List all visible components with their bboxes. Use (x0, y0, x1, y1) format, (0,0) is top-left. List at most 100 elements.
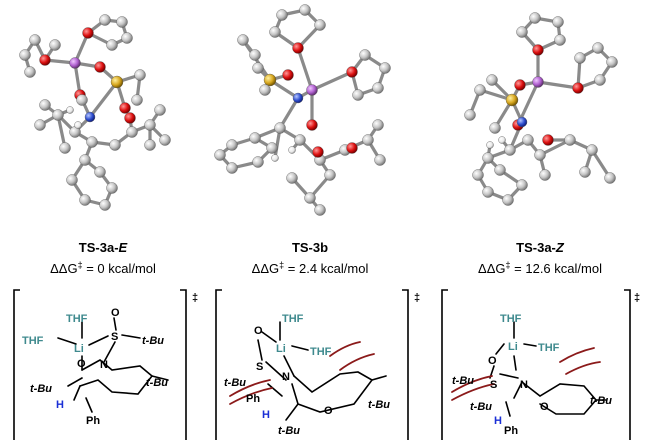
oxygen-atom (94, 61, 106, 73)
carbon-atom (76, 94, 88, 106)
oxygen-atom (82, 27, 94, 39)
dagger: ‡ (192, 292, 198, 304)
carbon-atom (134, 69, 146, 81)
label-o-ring: O (540, 401, 549, 413)
carbon-atom (99, 14, 111, 26)
carbon-atom (159, 134, 171, 146)
energy-2: ΔΔG‡ = 2.4 kcal/mol (252, 260, 369, 276)
dagger: ‡ (414, 292, 420, 304)
label-tbu-s: t-Bu (224, 377, 246, 389)
label-thf-top: THF (282, 313, 304, 325)
label-tbu-left: t-Bu (470, 401, 492, 413)
lithium-atom (532, 76, 544, 88)
carbon-atom (594, 74, 606, 86)
carbon-atom (144, 119, 156, 131)
carbon-atom (249, 49, 261, 61)
label-thf-left: THF (22, 335, 44, 347)
oxygen-atom (312, 146, 324, 158)
hydrogen-atom (74, 121, 82, 129)
carbon-atom (606, 56, 618, 68)
carbon-atom (359, 49, 371, 61)
ts-name-1: TS-3a-E (79, 240, 128, 255)
lithium-atom (69, 57, 81, 69)
carbon-atom (249, 132, 261, 144)
label-thf-top: THF (66, 313, 88, 325)
carbon-atom (522, 134, 534, 146)
bracket-left (215, 289, 222, 440)
hydrogen-atom (66, 106, 74, 114)
label-tbu-right: t-Bu (590, 395, 612, 407)
label-ph: Ph (86, 415, 100, 427)
carbon-atom (266, 142, 278, 154)
carbon-atom (252, 62, 264, 74)
carbon-atom (106, 182, 118, 194)
nitrogen-atom (516, 116, 528, 128)
label-h: H (494, 415, 502, 427)
label-o-sulfinyl: O (111, 307, 120, 319)
carbon-atom (106, 39, 118, 51)
carbon-atom (29, 34, 41, 46)
carbon-atom (34, 119, 46, 131)
label-o-ring: O (77, 358, 86, 370)
oxygen-atom (282, 69, 294, 81)
bond (296, 46, 314, 92)
carbon-atom (539, 169, 551, 181)
hydrogen-atom (271, 154, 279, 162)
nitrogen-atom (292, 92, 304, 104)
carbon-atom (79, 194, 91, 206)
label-tbu-bottom: t-Bu (278, 425, 300, 437)
bond (278, 96, 300, 130)
carbon-atom (294, 134, 306, 146)
carbon-atom (24, 66, 36, 78)
sulfur-atom (505, 93, 519, 107)
carbon-atom (49, 39, 61, 51)
carbon-atom (482, 152, 494, 164)
carbon-atom (554, 34, 566, 46)
carbon-atom (252, 156, 264, 168)
carbon-atom (516, 179, 528, 191)
oxygen-atom (346, 66, 358, 78)
bracket-right (624, 289, 631, 440)
label-ph: Ph (246, 393, 260, 405)
carbon-atom (259, 84, 271, 96)
oxygen-atom (572, 82, 584, 94)
label-thf-right: THF (310, 346, 332, 358)
label-n: N (520, 379, 528, 391)
carbon-atom (372, 119, 384, 131)
label-h: H (56, 399, 64, 411)
label-thf-right: THF (538, 342, 560, 354)
carbon-atom (39, 99, 51, 111)
hydrogen-atom (486, 141, 494, 149)
carbon-atom (482, 186, 494, 198)
label-s: S (256, 361, 263, 373)
label-li: Li (276, 343, 286, 355)
carbon-atom (99, 199, 111, 211)
carbon-atom (574, 52, 586, 64)
ts-name-2: TS-3b (292, 240, 328, 255)
nitrogen-atom (84, 111, 96, 123)
bracket-right (180, 289, 187, 440)
oxygen-atom (292, 42, 304, 54)
label-n: N (282, 371, 290, 383)
oxygen-atom (306, 119, 318, 131)
carbon-atom (586, 144, 598, 156)
carbon-atom (552, 16, 564, 28)
carbon-atom (299, 4, 311, 16)
carbon-atom (304, 192, 316, 204)
carbon-atom (276, 9, 288, 21)
carbon-atom (59, 142, 71, 154)
panel-label-1: TS-3a-E ΔΔG‡ = 0 kcal/mol (50, 240, 156, 276)
carbon-atom (592, 42, 604, 54)
label-o-sulfinyl: O (254, 325, 263, 337)
oxygen-atom (514, 79, 526, 91)
carbon-atom (86, 136, 98, 148)
label-thf-top: THF (500, 313, 522, 325)
structure-ts-3a-z: ‡ THF THF Li O S t-Bu N O t-Bu H t-Bu Ph (441, 289, 640, 440)
oxygen-atom (39, 54, 51, 66)
carbon-atom (237, 34, 249, 46)
carbon-atom (374, 154, 386, 166)
carbon-atom (314, 204, 326, 216)
carbon-atom (489, 122, 501, 134)
carbon-atom (214, 149, 226, 161)
